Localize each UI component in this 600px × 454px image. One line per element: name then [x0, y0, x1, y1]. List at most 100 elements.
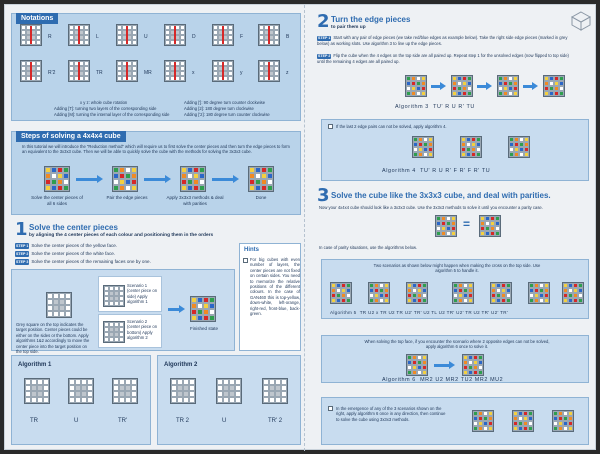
step-text: Solve the center pieces of the white fac…	[31, 251, 116, 256]
facelet	[235, 397, 241, 403]
facelet	[84, 71, 89, 76]
facelet	[217, 397, 223, 403]
facelet	[177, 385, 183, 391]
facelet	[132, 35, 137, 40]
rotation-arrow	[30, 62, 32, 80]
facelet	[117, 30, 122, 35]
facelet	[113, 397, 119, 403]
facelet	[171, 385, 177, 391]
facelet	[261, 179, 267, 185]
notation-label: TR	[96, 70, 103, 76]
facelet	[463, 360, 468, 365]
facelet	[81, 379, 87, 385]
facelet	[539, 293, 544, 298]
facelet	[374, 288, 379, 293]
facelet	[229, 397, 235, 403]
facelet	[275, 379, 281, 385]
facelet	[261, 167, 267, 173]
rotation-arrow	[78, 62, 80, 80]
facelet	[509, 142, 514, 147]
facelet	[519, 147, 524, 152]
facelet	[476, 147, 481, 152]
facelet	[193, 173, 199, 179]
facelet	[412, 293, 417, 298]
facelet	[274, 25, 279, 30]
facelet	[213, 66, 218, 71]
facelet	[191, 315, 197, 321]
facelet	[463, 283, 468, 288]
algo3-arrow	[431, 82, 446, 90]
facelet	[467, 81, 472, 86]
facelet	[57, 185, 63, 191]
facelet	[558, 416, 563, 421]
facelet	[463, 355, 468, 360]
algo5-cube	[562, 282, 584, 304]
facelet	[473, 421, 478, 426]
facelet	[165, 76, 170, 81]
facelet	[529, 283, 534, 288]
facelet	[275, 391, 281, 397]
facelet	[180, 35, 185, 40]
notation-label: U	[144, 34, 148, 40]
facelet	[171, 397, 177, 403]
facelet	[113, 167, 119, 173]
facelet	[180, 30, 185, 35]
facelet	[65, 299, 71, 305]
step-cube-4	[248, 166, 274, 192]
algo6: Algorithm 6 MR2 U2 MR2 TU2 MR2 MU2	[382, 377, 503, 383]
facelet	[131, 385, 137, 391]
algo6-arrow	[434, 361, 455, 369]
step-caption-2: Pair the edge pieces	[106, 195, 148, 200]
finished-caption: Finished state	[189, 326, 218, 331]
facelet	[462, 91, 467, 96]
facelet	[249, 179, 255, 185]
facelet	[509, 147, 514, 152]
facelet	[341, 293, 346, 298]
facelet	[421, 81, 426, 86]
facelet	[63, 179, 69, 185]
algo5-cube	[490, 282, 512, 304]
facelet	[119, 391, 125, 397]
facelet	[274, 30, 279, 35]
facelet	[31, 379, 37, 385]
step-cube-3	[180, 166, 206, 192]
facelet	[181, 167, 187, 173]
facelet	[199, 185, 205, 191]
facelet	[457, 91, 462, 96]
facelet	[113, 385, 119, 391]
facelet	[518, 416, 523, 421]
facelet	[125, 391, 131, 397]
facelet	[467, 91, 472, 96]
scenario2-text: Scenario 2 (center piece on bottom) Appl…	[127, 319, 158, 341]
facelet	[496, 288, 501, 293]
step-text: Solve the center pieces of the remaining…	[31, 259, 151, 264]
facelet	[457, 81, 462, 86]
facelet	[209, 315, 215, 321]
facelet	[117, 35, 122, 40]
facelet	[407, 355, 412, 360]
facelet	[119, 167, 125, 173]
facelet	[513, 81, 518, 86]
facelet	[274, 61, 279, 66]
facelet	[379, 283, 384, 288]
facelet	[87, 391, 93, 397]
facelet	[109, 332, 114, 337]
rotation-arrow	[126, 26, 128, 44]
facelet	[563, 288, 568, 293]
rotation-arrow	[126, 62, 128, 80]
algo3-cube	[543, 75, 565, 97]
facelet	[104, 327, 109, 332]
facelet	[203, 315, 209, 321]
notation-note-3: Adding [M]: turning the internal layer o…	[54, 112, 170, 117]
facelet	[480, 226, 485, 231]
facelet	[406, 81, 411, 86]
facelet	[81, 397, 87, 403]
facelet	[346, 293, 351, 298]
facelet	[539, 283, 544, 288]
facelet	[451, 221, 456, 226]
facelet	[275, 385, 281, 391]
facelet	[132, 71, 137, 76]
facelet	[513, 91, 518, 96]
notation-cube	[116, 24, 138, 46]
